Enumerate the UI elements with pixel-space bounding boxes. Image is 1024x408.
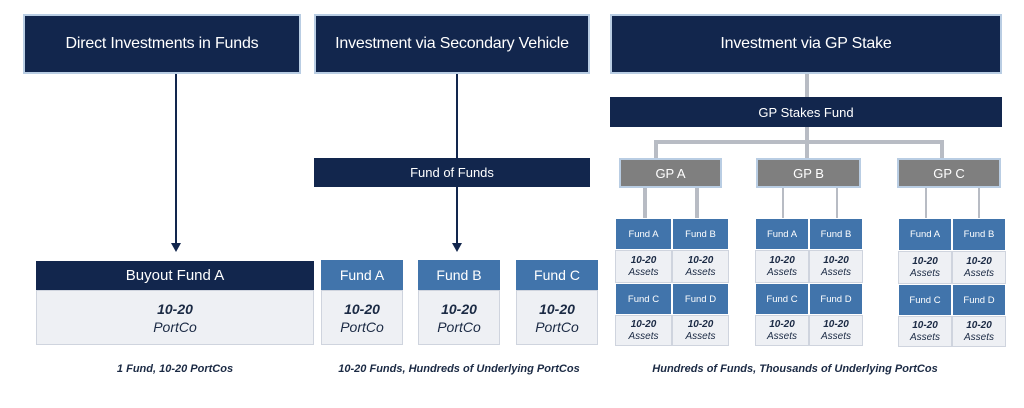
- portco-unit: PortCo: [535, 318, 579, 335]
- gp-a-box: GP A: [619, 158, 722, 188]
- gp-b-fund-c-cell: 10-20 Assets: [755, 315, 809, 346]
- gp-b-fund-a-label: Fund A: [755, 218, 809, 250]
- gp-c-box: GP C: [897, 158, 1001, 188]
- secondary-arrow: [452, 243, 462, 252]
- tree-drop-gp-a: [654, 140, 658, 158]
- gp-c-connector-right: [978, 188, 980, 218]
- gp-c-fund-b-cell: 10-20 Assets: [952, 251, 1006, 284]
- secondary-fund-c-label: Fund C: [516, 260, 598, 290]
- assets-range: 10-20: [966, 255, 992, 267]
- assets-range: 10-20: [630, 254, 657, 266]
- gp-b-connector-left: [782, 188, 784, 218]
- assets-unit: Assets: [963, 267, 994, 279]
- gp-stake-header: Investment via GP Stake: [610, 14, 1002, 74]
- assets-range: 10-20: [687, 318, 714, 330]
- assets-unit: Assets: [766, 330, 797, 342]
- assets-unit: Assets: [820, 266, 851, 278]
- secondary-caption: 10-20 Funds, Hundreds of Underlying Port…: [338, 363, 580, 375]
- assets-range: 10-20: [823, 318, 849, 330]
- gp-c-fund-b-label: Fund B: [952, 218, 1006, 251]
- gp-stake-caption: Hundreds of Funds, Thousands of Underlyi…: [652, 363, 938, 375]
- assets-unit: Assets: [628, 330, 659, 342]
- assets-unit: Assets: [766, 266, 797, 278]
- gp-c-fund-d-label: Fund D: [952, 284, 1006, 316]
- gp-b-fund-d-label: Fund D: [809, 283, 863, 315]
- gp-a-fund-d-cell: 10-20 Assets: [672, 315, 729, 346]
- gp-a-fund-b-cell: 10-20 Assets: [672, 250, 729, 283]
- gp-a-fund-d-label: Fund D: [672, 283, 729, 315]
- gp-b-fund-a-cell: 10-20 Assets: [755, 250, 809, 283]
- direct-connector: [175, 74, 177, 244]
- secondary-vehicle-header: Investment via Secondary Vehicle: [314, 14, 590, 74]
- fund-of-funds-bar: Fund of Funds: [314, 158, 590, 187]
- gp-b-fund-b-label: Fund B: [809, 218, 863, 250]
- secondary-fund-a-label: Fund A: [321, 260, 403, 290]
- gp-a-connector-right: [695, 188, 699, 218]
- assets-range: 10-20: [823, 254, 849, 266]
- gp-c-fund-a-cell: 10-20 Assets: [898, 251, 952, 284]
- gp-b-fund-c-label: Fund C: [755, 283, 809, 315]
- gp-a-fund-c-label: Fund C: [615, 283, 672, 315]
- gp-c-fund-d-cell: 10-20 Assets: [952, 316, 1006, 347]
- assets-unit: Assets: [963, 331, 994, 343]
- secondary-fund-a-cell: 10-20 PortCo: [321, 290, 403, 345]
- assets-unit: Assets: [820, 330, 851, 342]
- tree-stem: [805, 127, 809, 142]
- gp-c-fund-a-label: Fund A: [898, 218, 952, 251]
- buyout-fund-a-label: Buyout Fund A: [36, 261, 314, 290]
- gp-a-fund-a-label: Fund A: [615, 218, 672, 250]
- gp-c-fund-c-label: Fund C: [898, 284, 952, 316]
- gp-b-box: GP B: [756, 158, 861, 188]
- secondary-fund-c-cell: 10-20 PortCo: [516, 290, 598, 345]
- portco-unit: PortCo: [340, 318, 384, 335]
- secondary-connector-top: [456, 74, 458, 158]
- gp-a-fund-a-cell: 10-20 Assets: [615, 250, 672, 283]
- gp-stakes-fund-bar: GP Stakes Fund: [610, 97, 1002, 127]
- assets-range: 10-20: [966, 319, 992, 331]
- gp-stake-connector: [805, 74, 809, 97]
- gp-c-connector-left: [925, 188, 927, 218]
- assets-unit: Assets: [685, 330, 716, 342]
- portco-range: 10-20: [441, 300, 477, 317]
- gp-a-connector-left: [643, 188, 647, 218]
- direct-arrow: [171, 243, 181, 252]
- assets-range: 10-20: [687, 254, 714, 266]
- gp-b-connector-right: [836, 188, 838, 218]
- assets-range: 10-20: [769, 318, 795, 330]
- assets-unit: Assets: [685, 266, 716, 278]
- portco-range: 10-20: [344, 300, 380, 317]
- portco-unit: PortCo: [153, 318, 197, 335]
- assets-unit: Assets: [909, 331, 940, 343]
- assets-unit: Assets: [628, 266, 659, 278]
- gp-b-fund-d-cell: 10-20 Assets: [809, 315, 863, 346]
- gp-c-fund-c-cell: 10-20 Assets: [898, 316, 952, 347]
- buyout-fund-a-portco-cell: 10-20 PortCo: [36, 290, 314, 345]
- portco-range: 10-20: [539, 300, 575, 317]
- gp-a-fund-c-cell: 10-20 Assets: [615, 315, 672, 346]
- gp-b-fund-b-cell: 10-20 Assets: [809, 250, 863, 283]
- portco-range: 10-20: [157, 300, 193, 317]
- assets-range: 10-20: [912, 319, 938, 331]
- assets-unit: Assets: [909, 267, 940, 279]
- tree-drop-gp-c: [940, 140, 944, 158]
- gp-a-fund-b-label: Fund B: [672, 218, 729, 250]
- direct-investments-header: Direct Investments in Funds: [23, 14, 301, 74]
- assets-range: 10-20: [912, 255, 938, 267]
- assets-range: 10-20: [630, 318, 657, 330]
- secondary-fund-b-label: Fund B: [418, 260, 500, 290]
- tree-drop-gp-b: [805, 140, 809, 158]
- tree-crossbar: [654, 140, 944, 144]
- assets-range: 10-20: [769, 254, 795, 266]
- direct-caption: 1 Fund, 10-20 PortCos: [116, 363, 234, 375]
- secondary-fund-b-cell: 10-20 PortCo: [418, 290, 500, 345]
- secondary-connector-bottom: [456, 187, 458, 244]
- portco-unit: PortCo: [437, 318, 481, 335]
